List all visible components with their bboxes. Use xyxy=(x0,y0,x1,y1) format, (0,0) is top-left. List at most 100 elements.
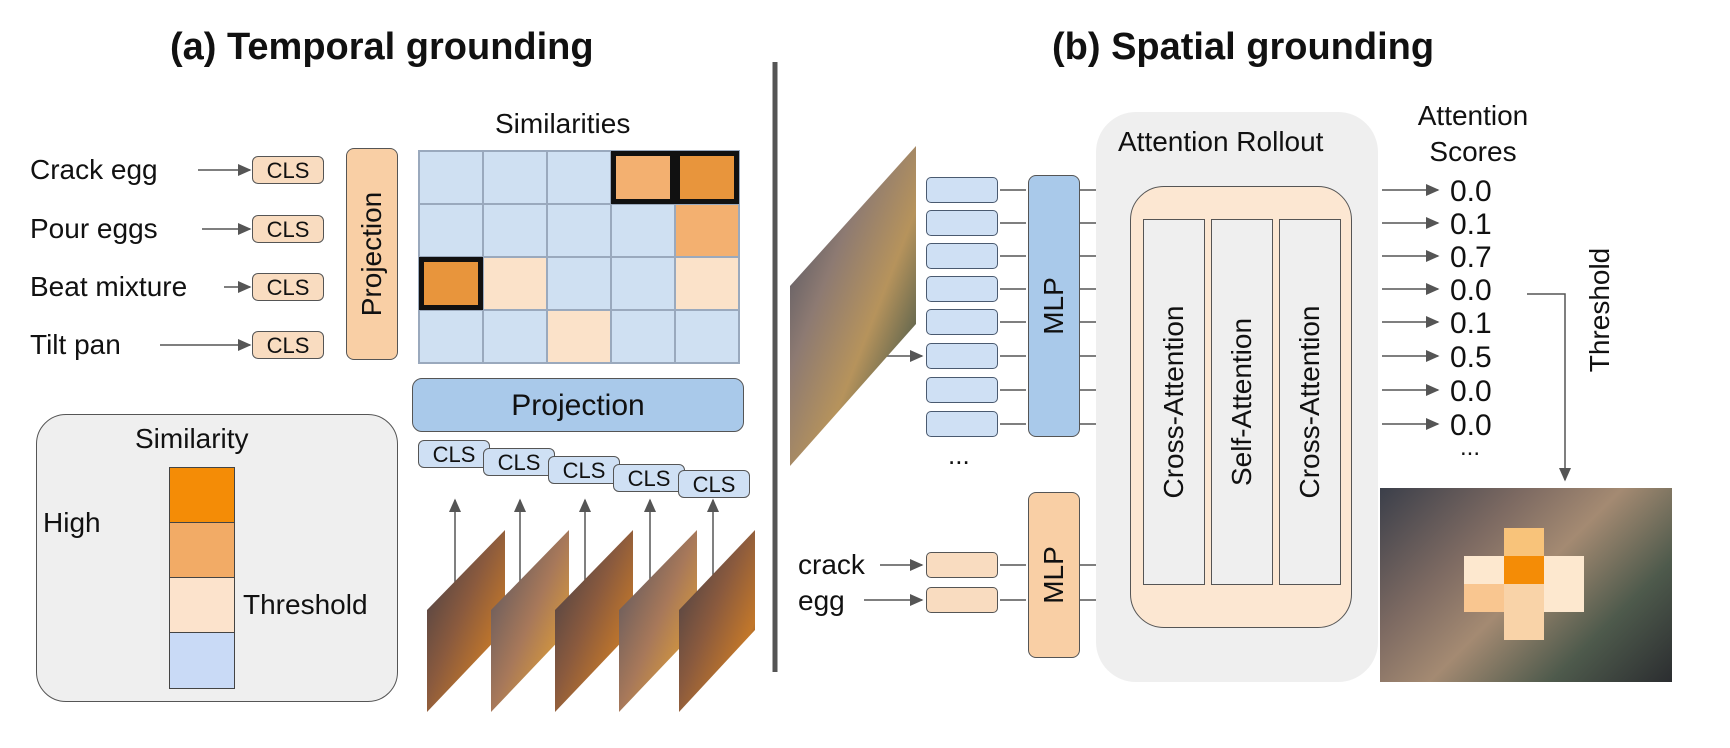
matrix-cell-selected xyxy=(611,151,675,204)
similarity-legend: Similarity High Threshold xyxy=(36,414,398,702)
transformer-block: Cross-Attention Self-Attention Cross-Att… xyxy=(1130,186,1352,628)
matrix-cell xyxy=(611,310,675,363)
cross-attention-label-2: Cross-Attention xyxy=(1294,305,1325,499)
patch-tokens-ellipsis: ... xyxy=(948,440,970,470)
matrix-cell xyxy=(547,310,611,363)
text-projection-label: Projection xyxy=(356,191,387,317)
spatial-grounding-title: (b) Spatial grounding xyxy=(1052,26,1435,68)
matrix-cell xyxy=(483,151,547,204)
video-frame-1 xyxy=(427,530,505,712)
video-projection-box: Projection xyxy=(412,378,744,432)
legend-threshold-label: Threshold xyxy=(243,589,368,620)
matrix-cell xyxy=(483,257,547,310)
attention-score-6: 0.5 xyxy=(1450,341,1492,374)
video-frame-5 xyxy=(679,530,755,712)
matrix-cell xyxy=(675,310,739,363)
text-cls-token-1: CLS xyxy=(252,156,324,184)
similarities-label: Similarities xyxy=(495,108,631,139)
matrix-cell xyxy=(547,257,611,310)
text-mlp-label: MLP xyxy=(1038,546,1069,604)
text-embedding-token xyxy=(926,552,998,578)
matrix-cell xyxy=(675,204,739,257)
legend-high-label: High xyxy=(43,507,101,538)
matrix-cell xyxy=(547,204,611,257)
matrix-cell xyxy=(483,204,547,257)
matrix-cell xyxy=(611,257,675,310)
matrix-cell xyxy=(419,204,483,257)
matrix-cell-selected xyxy=(675,151,739,204)
patch-token xyxy=(926,343,998,369)
grounded-output-image xyxy=(1380,488,1672,682)
video-frame-3 xyxy=(555,530,633,712)
video-projection-label: Projection xyxy=(511,389,645,422)
heatmap-patch xyxy=(1464,556,1504,584)
patch-token xyxy=(926,177,998,203)
attention-score-3: 0.7 xyxy=(1450,241,1492,274)
attention-rollout-label: Attention Rollout xyxy=(1118,126,1324,157)
similarity-matrix xyxy=(418,150,740,364)
text-token-crack: crack xyxy=(798,549,865,580)
video-cls-token-1: CLS xyxy=(418,440,490,468)
text-embedding-token xyxy=(926,587,998,613)
video-cls-token-3: CLS xyxy=(548,456,620,484)
cross-attention-layer-2: Cross-Attention xyxy=(1279,219,1341,585)
text-cls-token-2: CLS xyxy=(252,215,324,243)
video-cls-token-2: CLS xyxy=(483,448,555,476)
text-mlp-box: MLP xyxy=(1028,492,1080,658)
legend-title: Similarity xyxy=(135,423,249,454)
text-token-egg: egg xyxy=(798,585,845,616)
matrix-cell xyxy=(611,204,675,257)
heatmap-patch xyxy=(1544,556,1584,612)
patch-token xyxy=(926,276,998,302)
image-mlp-box: MLP xyxy=(1028,175,1080,437)
heatmap-patch xyxy=(1504,556,1544,584)
matrix-cell xyxy=(675,257,739,310)
attention-scores-header: Attention Scores xyxy=(1417,100,1529,167)
video-frame-2 xyxy=(491,530,569,712)
legend-swatch-high xyxy=(169,467,235,524)
action-label-1: Crack egg xyxy=(30,154,158,185)
text-cls-token-3: CLS xyxy=(252,273,324,301)
heatmap-patch xyxy=(1464,584,1504,612)
video-cls-token-4: CLS xyxy=(613,464,685,492)
text-cls-token-4: CLS xyxy=(252,331,324,359)
patch-token xyxy=(926,377,998,403)
attention-rollout-panel: Attention Rollout Cross-Attention Self-A… xyxy=(1096,112,1378,682)
legend-swatch-low xyxy=(169,577,235,634)
video-frames xyxy=(427,530,755,712)
attention-score-8: 0.0 xyxy=(1450,409,1492,442)
attention-score-1: 0.0 xyxy=(1450,175,1492,208)
cross-attention-layer-1: Cross-Attention xyxy=(1143,219,1205,585)
attention-score-2: 0.1 xyxy=(1450,208,1492,241)
matrix-cell xyxy=(547,151,611,204)
matrix-cell xyxy=(419,151,483,204)
threshold-label: Threshold xyxy=(1584,247,1615,373)
temporal-grounding-title: (a) Temporal grounding xyxy=(170,26,594,68)
legend-swatch-none xyxy=(169,632,235,689)
text-projection-box: Projection xyxy=(346,148,398,360)
matrix-cell xyxy=(419,310,483,363)
matrix-cell-selected xyxy=(419,257,483,310)
matrix-cell xyxy=(483,310,547,363)
patch-token xyxy=(926,411,998,437)
legend-swatch-mid xyxy=(169,522,235,579)
video-cls-token-5: CLS xyxy=(678,470,750,498)
heatmap-patch xyxy=(1504,584,1544,640)
attention-score-7: 0.0 xyxy=(1450,375,1492,408)
attention-score-4: 0.0 xyxy=(1450,274,1492,307)
heatmap-patch xyxy=(1504,528,1544,556)
self-attention-layer: Self-Attention xyxy=(1211,219,1273,585)
attention-score-5: 0.1 xyxy=(1450,307,1492,340)
cross-attention-label-1: Cross-Attention xyxy=(1158,305,1189,499)
input-image xyxy=(790,146,916,466)
action-label-3: Beat mixture xyxy=(30,271,188,302)
video-frame-4 xyxy=(619,530,697,712)
self-attention-label: Self-Attention xyxy=(1226,317,1257,487)
patch-token xyxy=(926,309,998,335)
action-label-4: Tilt pan xyxy=(30,329,121,360)
patch-token xyxy=(926,243,998,269)
image-mlp-label: MLP xyxy=(1038,277,1069,335)
action-label-2: Pour eggs xyxy=(30,213,158,244)
attention-score-ellipsis: ... xyxy=(1460,434,1481,461)
patch-token xyxy=(926,210,998,236)
